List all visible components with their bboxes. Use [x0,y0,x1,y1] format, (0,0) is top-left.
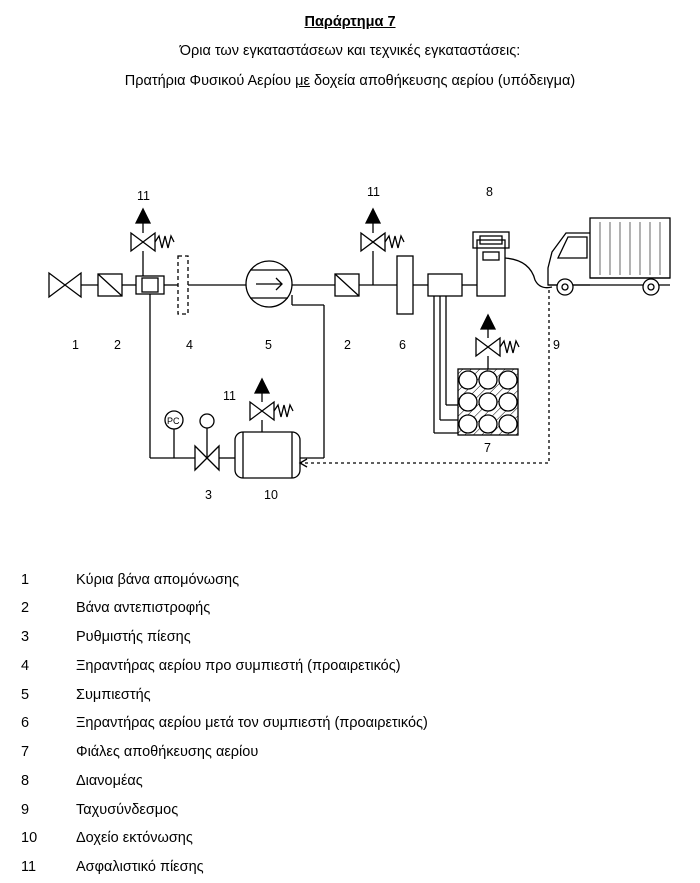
legend-description: Ρυθμιστής πίεσης [76,629,191,645]
legend-description: Δοχείο εκτόνωσης [76,830,193,846]
bypass-loop [149,294,325,459]
label-11-tank: 11 [223,389,236,403]
component-labels: 1 2 4 5 2 6 9 7 8 11 11 11 3 10 [72,185,560,502]
legend-description: Ξηραντήρας αερίου μετά τον συμπιεστή (πρ… [76,715,428,731]
subtitle-underlined-word: με [295,73,310,89]
expansion-tank [234,431,301,479]
label-6: 6 [399,338,406,352]
pc-label: PC [167,416,180,426]
legend-number: 2 [21,600,30,616]
legend-description: Ξηραντήρας αερίου προ συμπιεστή (προαιρε… [76,658,401,674]
label-10: 10 [264,488,278,502]
label-3: 3 [205,488,212,502]
safety-valve-middle [360,207,405,285]
label-7: 7 [484,441,491,455]
legend-number: 8 [21,773,30,789]
main-isolation-valve [48,271,82,299]
check-valve-left [97,273,123,297]
legend-number: 3 [21,629,30,645]
dryer-after-compressor [396,255,414,315]
legend-description: Φιάλες αποθήκευσης αερίου [76,744,259,760]
subtitle-line-2-start: Πρατήρια Φυσικού Αερίου [124,73,296,89]
check-valve-right [334,273,360,297]
legend-number: 4 [21,658,30,674]
label-11-middle: 11 [367,185,380,199]
safety-valve-inlet [130,207,175,276]
legend-number: 6 [21,715,30,731]
legend-description: Συμπιεστής [76,687,151,703]
legend-description: Ασφαλιστικό πίεσης [76,859,204,875]
pressure-regulator: PC [164,410,220,472]
legend-number: 1 [21,572,30,588]
storage-supply-pipes [433,296,458,434]
label-1: 1 [72,338,79,352]
gas-station-schematic: PC 1 2 4 5 2 6 9 7 8 11 11 11 3 10 [48,185,671,502]
safety-valve-tank [249,377,294,432]
legend-description: Βάνα αντεπιστροφής [76,600,211,616]
label-5: 5 [265,338,272,352]
subtitle-line-2: Πρατήρια Φυσικού Αερίου με δοχεία αποθήκ… [0,73,700,89]
storage-cylinders [457,368,519,436]
subtitle-line-1: Όρια των εγκαταστάσεων και τεχνικές εγκα… [179,43,521,59]
truck [547,217,671,296]
label-4: 4 [186,338,193,352]
legend-number: 10 [21,830,38,846]
label-2-left: 2 [114,338,121,352]
legend-description: Διανομέας [76,773,143,789]
safety-valve-storage [475,313,520,369]
legend-number: 9 [21,802,30,818]
legend-description: Ταχυσύνδεσμος [76,802,179,818]
subtitle-line-2-end: δοχεία αποθήκευσης αερίου (υπόδειγμα) [309,73,576,89]
legend-description: Κύρια βάνα απομόνωσης [76,572,240,588]
legend-number: 5 [21,687,30,703]
legend-number: 11 [21,859,37,875]
dispenser [472,231,553,297]
distribution-block [427,273,463,297]
label-11-inlet: 11 [137,189,150,203]
label-8: 8 [486,185,493,199]
compressor [245,260,293,308]
dryer-before-compressor [177,255,189,315]
page-title: Παράρτημα 7 [304,14,396,30]
label-9: 9 [553,338,560,352]
legend-number: 7 [21,744,30,760]
quick-coupling-dashed-line [300,290,550,464]
inlet-filter [135,275,165,295]
label-2-right: 2 [344,338,351,352]
